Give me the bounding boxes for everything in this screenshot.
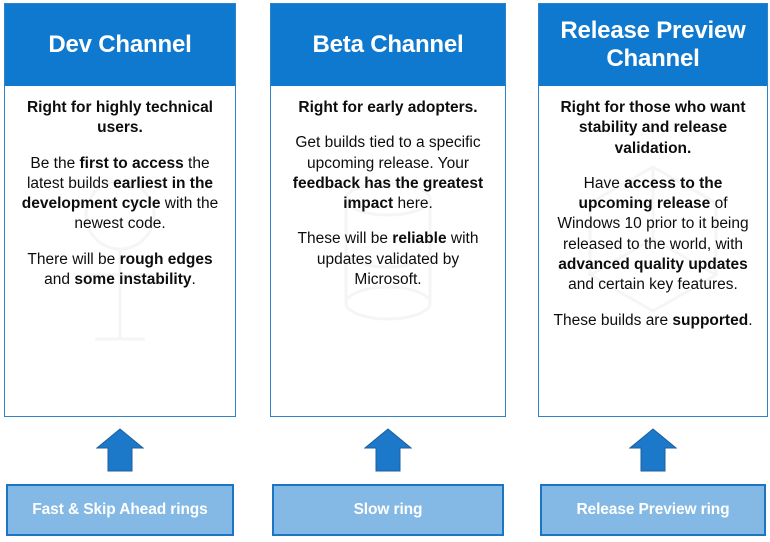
channel-card-header-beta: Beta Channel bbox=[271, 4, 505, 86]
plain-text: here. bbox=[393, 195, 433, 213]
plain-text: with updates validated by Microsoft. bbox=[316, 230, 479, 289]
channel-card-beta: Beta Channel Right for early adopters. Ge… bbox=[270, 3, 506, 417]
ring-bar-dev: Fast & Skip Ahead rings bbox=[6, 484, 234, 536]
channel-card-body-release-preview: Right for those who want stability and r… bbox=[539, 86, 767, 416]
channel-body-text-beta: Right for early adopters. Get builds tied… bbox=[285, 98, 491, 290]
emphasis-text: access to the upcoming release bbox=[578, 174, 723, 213]
emphasis-text: Right for highly technical users. bbox=[26, 99, 213, 137]
plain-text: and certain key features. bbox=[568, 276, 738, 294]
emphasis-text: Right for those who want stability and r… bbox=[560, 99, 746, 157]
ring-bar-label-beta: Slow ring bbox=[353, 501, 423, 518]
emphasis-text: feedback has the greatest impact bbox=[292, 174, 484, 213]
plain-text: These will be bbox=[297, 230, 393, 248]
channel-column-release-preview: Release Preview Channel Right for those … bbox=[538, 0, 768, 542]
channel-card-header-release-preview: Release Preview Channel bbox=[539, 4, 767, 86]
channel-paragraph: Have access to the upcoming release of W… bbox=[553, 174, 753, 296]
channel-paragraph: Right for early adopters. bbox=[285, 98, 491, 118]
channel-title-dev: Dev Channel bbox=[48, 31, 192, 59]
plain-text: Have bbox=[583, 174, 625, 192]
arrow-up-icon-release-preview bbox=[629, 428, 677, 472]
emphasis-text: Right for early adopters. bbox=[298, 99, 478, 116]
channel-card-body-dev: Right for highly technical users. Be the … bbox=[5, 86, 235, 416]
channel-paragraph: Right for those who want stability and r… bbox=[553, 98, 753, 159]
ring-bar-beta: Slow ring bbox=[272, 484, 504, 536]
emphasis-text: supported bbox=[672, 311, 749, 329]
channel-paragraph: There will be rough edges and some insta… bbox=[19, 250, 221, 291]
plain-text: with the newest code. bbox=[74, 195, 219, 233]
plain-text: the latest builds bbox=[26, 154, 210, 192]
channel-paragraph: Be the first to access the latest builds… bbox=[19, 154, 221, 235]
emphasis-text: some instability bbox=[74, 271, 192, 289]
channel-card-release-preview: Release Preview Channel Right for those … bbox=[538, 3, 768, 417]
plain-text: Be the bbox=[30, 154, 80, 172]
channel-card-body-beta: Right for early adopters. Get builds tied… bbox=[271, 86, 505, 416]
plain-text: These builds are bbox=[553, 311, 673, 329]
plain-text: . bbox=[191, 271, 196, 289]
channel-paragraph: Right for highly technical users. bbox=[19, 98, 221, 139]
emphasis-text: advanced quality updates bbox=[558, 256, 748, 274]
channel-column-dev: Dev Channel Right for highly technical u… bbox=[4, 0, 236, 542]
plain-text: and bbox=[44, 271, 75, 289]
channel-paragraph: These will be reliable with updates vali… bbox=[285, 229, 491, 290]
ring-bar-release-preview: Release Preview ring bbox=[540, 484, 766, 536]
channel-card-dev: Dev Channel Right for highly technical u… bbox=[4, 3, 236, 417]
channel-body-text-release-preview: Right for those who want stability and r… bbox=[553, 98, 753, 331]
ring-bar-label-dev: Fast & Skip Ahead rings bbox=[32, 501, 208, 518]
emphasis-text: first to access bbox=[79, 154, 184, 172]
channel-paragraph: Get builds tied to a specific upcoming r… bbox=[285, 133, 491, 214]
channel-paragraph: These builds are supported. bbox=[553, 311, 753, 331]
channel-card-header-dev: Dev Channel bbox=[5, 4, 235, 86]
ring-bar-label-release-preview: Release Preview ring bbox=[576, 501, 730, 518]
emphasis-text: earliest in the development cycle bbox=[21, 174, 214, 213]
channel-title-beta: Beta Channel bbox=[312, 31, 464, 59]
arrow-up-icon-dev bbox=[96, 428, 144, 472]
plain-text: Get builds tied to a specific upcoming r… bbox=[295, 134, 481, 172]
plain-text: There will be bbox=[27, 250, 120, 268]
emphasis-text: reliable bbox=[392, 230, 447, 248]
emphasis-text: rough edges bbox=[119, 250, 213, 268]
channel-body-text-dev: Right for highly technical users. Be the … bbox=[19, 98, 221, 290]
channel-title-release-preview: Release Preview Channel bbox=[560, 17, 746, 72]
plain-text: of Windows 10 prior to it being released… bbox=[557, 195, 749, 253]
plain-text: . bbox=[748, 311, 753, 329]
arrow-up-icon-beta bbox=[364, 428, 412, 472]
channel-column-beta: Beta Channel Right for early adopters. Ge… bbox=[270, 0, 506, 542]
